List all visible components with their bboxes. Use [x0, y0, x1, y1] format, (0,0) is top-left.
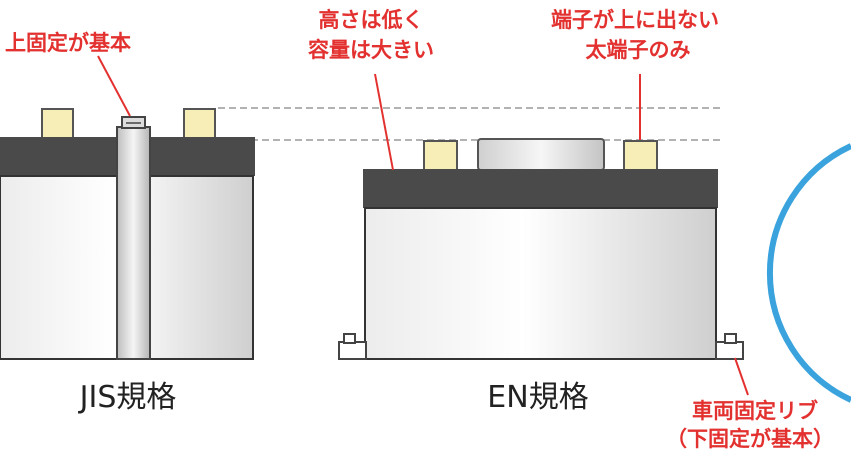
en-fixing-rib-left [338, 333, 367, 360]
leader-low-height [374, 73, 394, 171]
annotation-low-height-line2: 容量は大きい [308, 38, 434, 62]
annotation-terminal-line1: 端子が上に出ない [551, 8, 719, 32]
blue-circle-partial [766, 143, 851, 403]
annotation-rib-line1: 車両固定リブ [692, 399, 818, 423]
en-battery-body [364, 207, 717, 360]
annotation-rib-line2: （下固定が基本） [666, 427, 834, 451]
jis-terminal-left [41, 108, 74, 139]
jis-fixing-rod [116, 126, 151, 360]
en-fixing-rib-right [715, 333, 744, 360]
label-en: EN規格 [487, 380, 588, 415]
en-battery-top [363, 169, 718, 208]
en-battery [338, 138, 744, 360]
leader-top-fixing [97, 55, 131, 117]
annotation-top-fixing: 上固定が基本 [5, 31, 131, 55]
jis-terminal-right [183, 108, 216, 139]
en-terminal-left [423, 140, 458, 171]
leader-rib [734, 357, 749, 396]
jis-battery [0, 108, 255, 360]
annotation-terminal-line2: 太端子のみ [586, 38, 691, 62]
annotation-low-height-line1: 高さは低く [319, 8, 424, 32]
label-jis: JIS規格 [78, 380, 177, 415]
en-terminal-right [623, 140, 658, 171]
en-center-lid [477, 138, 605, 171]
